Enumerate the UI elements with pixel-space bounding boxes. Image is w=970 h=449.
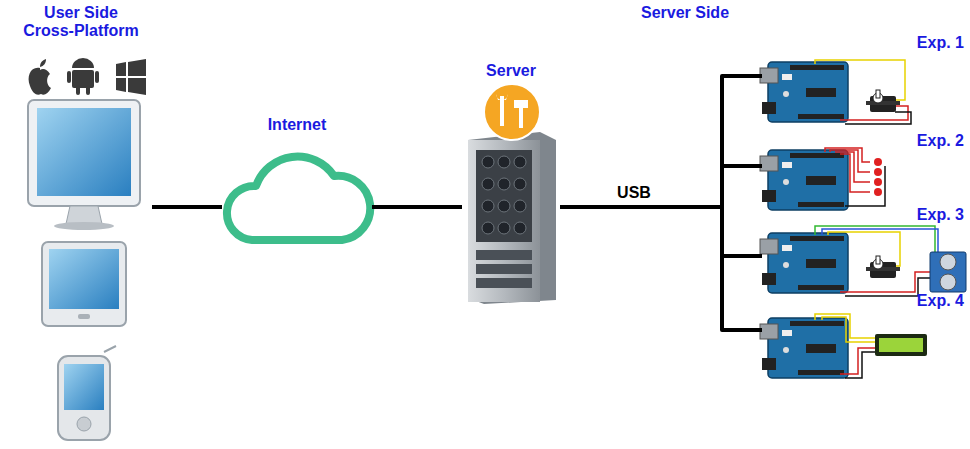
connector-line	[372, 205, 462, 209]
server: Server	[462, 60, 560, 304]
node-label: Exp. 3	[915, 204, 966, 226]
server-rack	[468, 132, 556, 304]
connector-line	[560, 76, 762, 207]
exp1-wiring	[815, 60, 911, 124]
node-label: Internet	[266, 114, 329, 136]
connection-label: USB	[604, 184, 664, 202]
arduino-boards	[760, 62, 848, 378]
experiment: Exp. 3	[762, 204, 966, 288]
lcd-display	[875, 334, 927, 356]
node-label: User Side Cross-Platform	[18, 2, 144, 43]
exp3-wiring	[815, 226, 938, 296]
servo	[866, 256, 900, 278]
node-label: Exp. 4	[915, 290, 966, 312]
experiment: Exp. 2	[762, 130, 966, 202]
experiment: Exp. 1	[762, 32, 966, 128]
node-label: Exp. 1	[915, 32, 966, 54]
connector-line	[152, 205, 222, 209]
section-heading: Server Side	[640, 4, 730, 22]
exp2-leds	[825, 148, 885, 206]
connector-line	[560, 207, 762, 256]
node-label: Server	[484, 60, 538, 82]
experiment: Exp. 4	[762, 290, 966, 382]
internet-cloud	[227, 157, 370, 240]
phone	[58, 346, 116, 440]
exp4-wiring	[815, 314, 875, 378]
internet-cloud: Internet	[222, 114, 372, 246]
node-label: Exp. 2	[915, 130, 966, 152]
connector-line	[560, 207, 762, 330]
connector-line	[560, 166, 762, 207]
monitor	[28, 100, 140, 230]
ultrasonic-sensor	[930, 252, 966, 292]
tablet	[42, 242, 126, 326]
tools-icon	[484, 84, 540, 140]
servo	[866, 90, 900, 112]
user-devices: User Side Cross-Platform	[10, 2, 152, 444]
platform-icons	[29, 58, 146, 95]
